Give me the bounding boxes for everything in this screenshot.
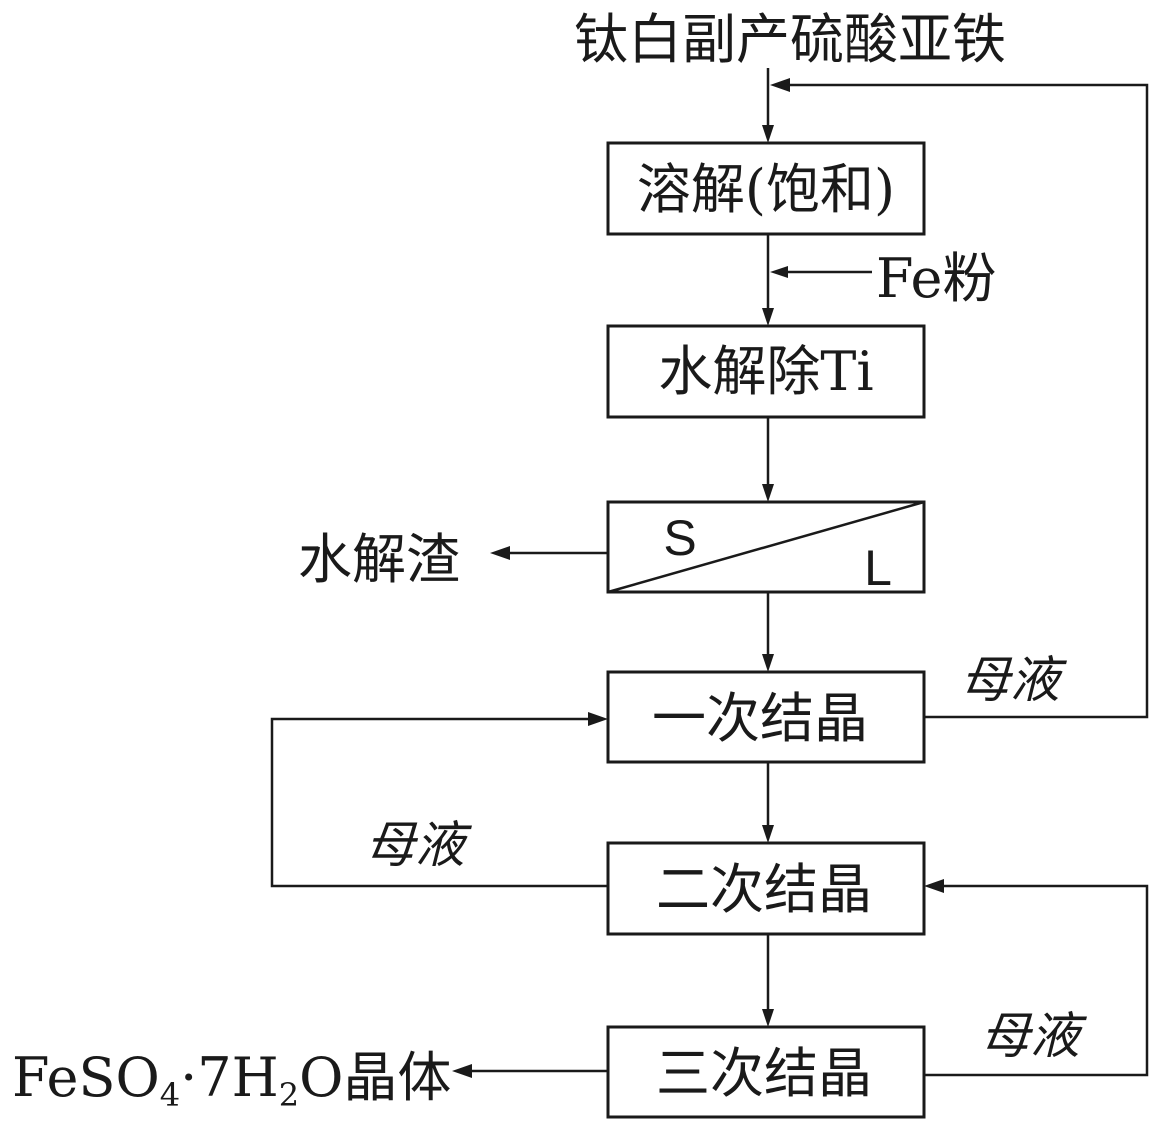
third-crystal-label: 三次结晶 — [656, 1042, 872, 1105]
third-crystal-box — [606, 1025, 926, 1119]
product-label-subscript-2: 2 — [279, 1076, 299, 1114]
arrowhead-left-icon — [452, 1064, 472, 1078]
hydrolysis-label: 水解除Ti — [658, 340, 873, 403]
mother-liquor-label-first: 母液 — [960, 651, 1067, 709]
fe-powder-label: Fe粉 — [876, 247, 996, 310]
second-crystal-box — [606, 841, 926, 936]
second-crystallization-step: 二次结晶 — [606, 841, 926, 936]
separator-solid-label: S — [663, 510, 696, 566]
arrowhead-down-icon — [762, 125, 774, 143]
top-input-label: 钛白副产硫酸亚铁 — [574, 8, 1006, 71]
solid-liquid-separator: S L — [606, 500, 926, 596]
product-label-prefix: FeSO — [12, 1046, 160, 1109]
arrowhead-left-icon — [924, 879, 944, 893]
product-label-middle: ·7H — [180, 1046, 279, 1109]
separator-liquid-label: L — [864, 540, 892, 596]
third-crystallization-step: 三次结晶 — [606, 1025, 926, 1119]
arrowhead-left-icon — [490, 546, 510, 560]
first-crystal-label: 一次结晶 — [652, 687, 868, 750]
hydrolysis-step: 水解除Ti — [606, 324, 926, 419]
mother-liquor-loop-second — [270, 717, 608, 888]
dissolve-step: 溶解(饱和) — [606, 141, 926, 236]
hydrolysis-box — [606, 324, 926, 419]
arrowhead-down-icon — [762, 1009, 774, 1027]
mother-liquor-loop-third — [924, 884, 1149, 1077]
product-label-suffix: O晶体 — [299, 1046, 451, 1109]
separator-diagonal — [607, 500, 925, 594]
arrowhead-down-icon — [762, 825, 774, 843]
dissolve-box — [606, 141, 926, 236]
product-label-subscript-1: 4 — [160, 1076, 180, 1114]
arrowhead-right-icon — [588, 712, 608, 726]
second-crystal-label: 二次结晶 — [656, 858, 872, 921]
mother-liquor-label-third: 母液 — [980, 1007, 1087, 1065]
dissolve-label: 溶解(饱和) — [637, 158, 895, 221]
product-label: FeSO4·7H2O晶体 — [12, 1046, 451, 1114]
arrowhead-left-icon — [770, 78, 790, 92]
mother-liquor-label-second: 母液 — [365, 816, 472, 874]
arrowhead-left-icon — [770, 266, 788, 278]
first-crystallization-step: 一次结晶 — [606, 670, 926, 764]
arrowhead-down-icon — [762, 654, 774, 672]
mother-liquor-loop-first — [786, 83, 1149, 719]
residue-label: 水解渣 — [298, 528, 460, 591]
arrowhead-down-icon — [762, 308, 774, 326]
arrowhead-down-icon — [762, 484, 774, 502]
